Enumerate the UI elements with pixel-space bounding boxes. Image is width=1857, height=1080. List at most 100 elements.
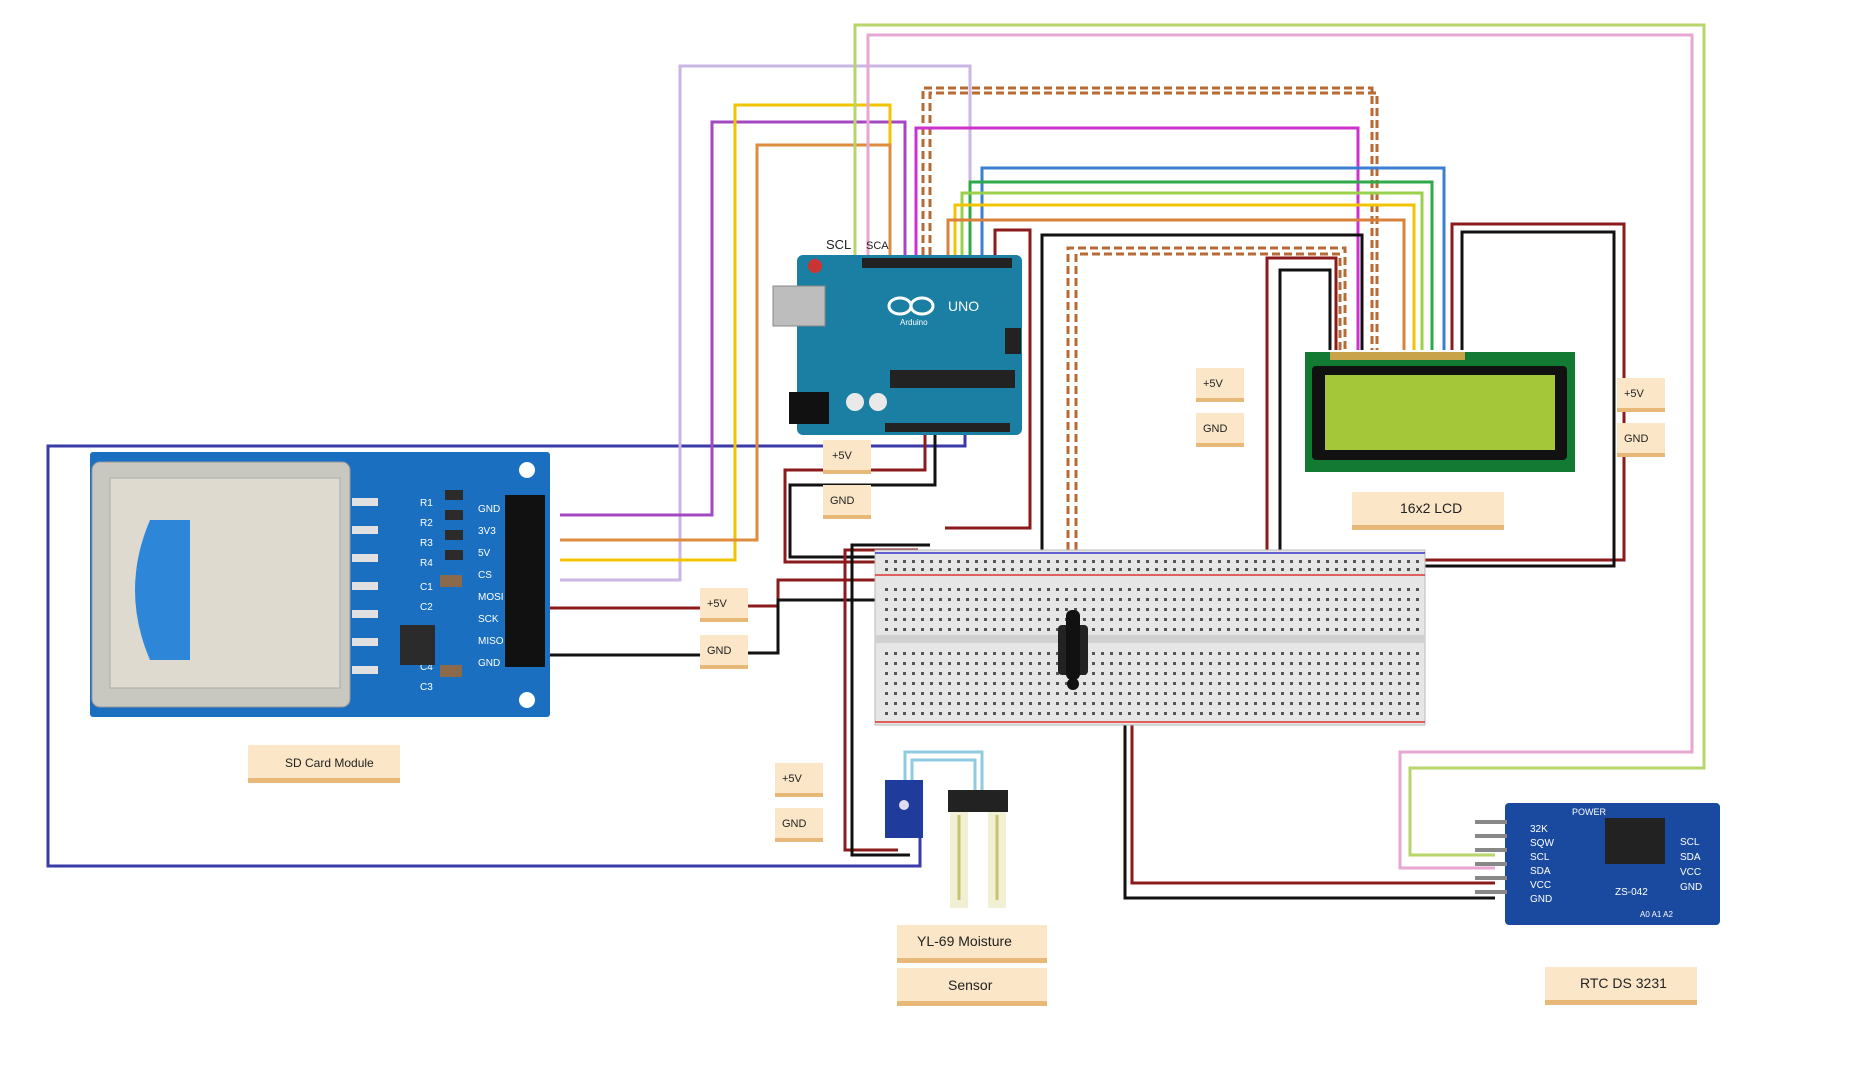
breadboard-hole (993, 560, 996, 563)
breadboard-hole (1056, 662, 1059, 665)
breadboard-hole (1119, 672, 1122, 675)
breadboard-hole (1011, 618, 1014, 621)
breadboard-hole (1011, 672, 1014, 675)
breadboard-hole (939, 588, 942, 591)
breadboard-hole (1191, 702, 1194, 705)
rtc-pin-label: VCC (1680, 867, 1701, 878)
breadboard-hole (1155, 618, 1158, 621)
breadboard-hole (1119, 618, 1122, 621)
breadboard-hole (966, 662, 969, 665)
breadboard-hole (1173, 652, 1176, 655)
breadboard-hole (1074, 692, 1077, 695)
rtc-ds3231: 32K SQW SCL SDA VCC GND SCL SDA VCC GND … (1475, 803, 1720, 925)
breadboard-hole (1416, 662, 1419, 665)
breadboard-hole (1002, 560, 1005, 563)
breadboard-hole (1065, 608, 1068, 611)
sd-mount-hole (519, 692, 535, 708)
wire-yellow-lcd (953, 203, 1416, 350)
breadboard-hole (1218, 560, 1221, 563)
breadboard-hole (1092, 588, 1095, 591)
breadboard-hole (1173, 608, 1176, 611)
sd-pin-label: 5V (478, 548, 491, 559)
breadboard-hole (1038, 568, 1041, 571)
moisture-sensor (885, 780, 1008, 908)
breadboard-hole (1038, 712, 1041, 715)
breadboard-hole (1029, 702, 1032, 705)
breadboard-hole (966, 672, 969, 675)
breadboard-hole (1227, 712, 1230, 715)
breadboard-hole (1317, 568, 1320, 571)
breadboard-hole (1047, 608, 1050, 611)
breadboard-hole (1056, 598, 1059, 601)
breadboard-hole (1164, 702, 1167, 705)
breadboard-hole (975, 712, 978, 715)
breadboard-hole (1047, 628, 1050, 631)
breadboard-hole (1146, 628, 1149, 631)
breadboard-hole (1200, 618, 1203, 621)
breadboard-hole (1191, 588, 1194, 591)
breadboard-hole (975, 682, 978, 685)
breadboard-hole (1335, 598, 1338, 601)
breadboard-hole (1353, 662, 1356, 665)
breadboard-hole (1353, 682, 1356, 685)
breadboard-hole (1056, 568, 1059, 571)
breadboard-hole (984, 672, 987, 675)
breadboard-hole (939, 608, 942, 611)
breadboard-hole (921, 608, 924, 611)
breadboard-hole (1002, 692, 1005, 695)
breadboard-hole (1083, 618, 1086, 621)
sd-comp-label: C1 (420, 582, 433, 593)
breadboard-hole (885, 560, 888, 563)
breadboard-hole (1137, 712, 1140, 715)
breadboard-hole (1101, 608, 1104, 611)
breadboard-hole (1245, 588, 1248, 591)
breadboard-hole (966, 692, 969, 695)
breadboard-hole (1011, 560, 1014, 563)
breadboard-hole (885, 682, 888, 685)
breadboard-hole (1164, 712, 1167, 715)
breadboard-hole (1299, 568, 1302, 571)
breadboard-hole (1191, 692, 1194, 695)
breadboard-hole (975, 598, 978, 601)
breadboard-hole (1218, 702, 1221, 705)
breadboard-hole (1191, 682, 1194, 685)
breadboard-hole (1371, 682, 1374, 685)
breadboard-hole (1254, 618, 1257, 621)
breadboard-hole (1164, 608, 1167, 611)
breadboard-hole (1407, 618, 1410, 621)
breadboard-hole (1335, 588, 1338, 591)
breadboard-hole (1353, 628, 1356, 631)
lcd-label: 16x2 LCD (1400, 500, 1462, 516)
breadboard-hole (1110, 618, 1113, 621)
breadboard-hole (1371, 628, 1374, 631)
breadboard-hole (1101, 692, 1104, 695)
breadboard-hole (1056, 628, 1059, 631)
breadboard-hole (1398, 598, 1401, 601)
breadboard-hole (1353, 568, 1356, 571)
breadboard-hole (1020, 588, 1023, 591)
breadboard-hole (894, 692, 897, 695)
breadboard-hole (1245, 608, 1248, 611)
wires (46, 23, 1706, 900)
tag-gnd-pot: GND (1196, 413, 1244, 447)
breadboard-hole (1362, 588, 1365, 591)
breadboard-hole (1164, 652, 1167, 655)
breadboard-hole (1344, 712, 1347, 715)
breadboard-hole (1326, 598, 1329, 601)
breadboard-hole (894, 588, 897, 591)
breadboard-hole (993, 568, 996, 571)
breadboard-hole (1047, 712, 1050, 715)
breadboard-hole (1299, 560, 1302, 563)
breadboard-hole (885, 712, 888, 715)
breadboard-hole (1308, 712, 1311, 715)
breadboard-hole (966, 608, 969, 611)
rtc-pin-label: SCL (1680, 837, 1700, 848)
breadboard-hole (1389, 712, 1392, 715)
breadboard-hole (1128, 672, 1131, 675)
breadboard-hole (1371, 608, 1374, 611)
sd-comp-label: C3 (420, 682, 433, 693)
tag-5v-arduino: +5V (823, 440, 871, 474)
breadboard-hole (930, 652, 933, 655)
breadboard-hole (948, 672, 951, 675)
breadboard-hole (1137, 682, 1140, 685)
